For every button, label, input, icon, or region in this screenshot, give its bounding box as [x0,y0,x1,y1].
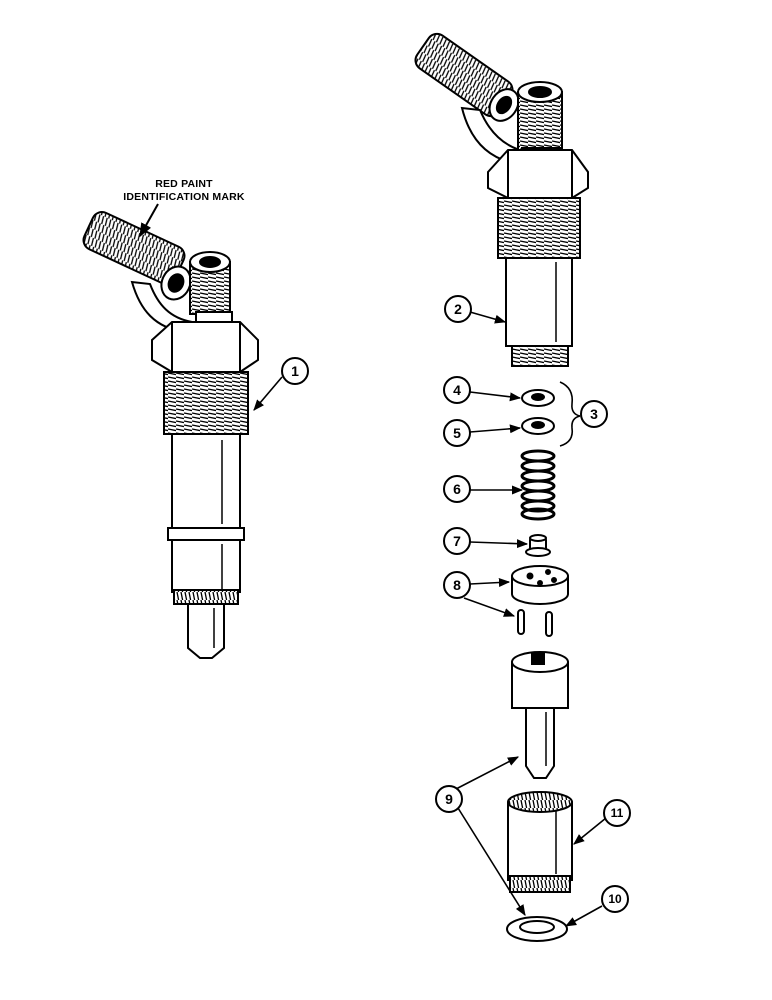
callout-3-label: 3 [590,406,598,422]
part-11-cap-nut [507,791,573,893]
leak-off-pipe [82,211,194,334]
callout-9: 9 [435,785,463,813]
callout-2-label: 2 [454,301,462,317]
callout-2: 2 [444,295,472,323]
callout-5: 5 [443,419,471,447]
callout-10: 10 [601,885,629,913]
callout-6-label: 6 [453,481,461,497]
part-9-nozzle [511,651,569,779]
callout-9-label: 9 [445,791,453,807]
callout-1: 1 [281,357,309,385]
nozzle-tip [187,603,225,659]
hex-nut [151,321,259,373]
callout-11-label: 11 [611,806,624,820]
red-paint-mark-label: RED PAINT IDENTIFICATION MARK [104,178,264,204]
callout-4: 4 [443,376,471,404]
callout-5-label: 5 [453,425,461,441]
nozzle-holder-upper [414,32,589,259]
threaded-body [163,371,249,435]
annotation-line-2: IDENTIFICATION MARK [123,191,245,203]
holder-body [171,433,241,529]
part-5-shim [521,417,555,435]
red-paint-arrow [139,203,159,238]
leader-lines [253,311,607,927]
part-4-shim [521,389,555,407]
callout-4-label: 4 [453,382,461,398]
part-6-spring [520,449,556,521]
part-7-spindle [525,534,551,557]
callout-8: 8 [443,571,471,599]
callout-10-label: 10 [608,892,622,906]
callout-8-label: 8 [453,577,461,593]
assembled-injector [82,211,259,659]
part-10-washer [506,916,568,942]
callout-7: 7 [443,527,471,555]
part-8-plate [511,565,569,637]
annotation-line-1: RED PAINT [155,178,213,190]
callout-1-label: 1 [291,363,299,379]
part-2-holder-body [505,257,573,367]
callout-7-label: 7 [453,533,461,549]
callout-6: 6 [443,475,471,503]
knurled-ring [173,589,239,605]
callout-11: 11 [603,799,631,827]
callout-3: 3 [580,400,608,428]
